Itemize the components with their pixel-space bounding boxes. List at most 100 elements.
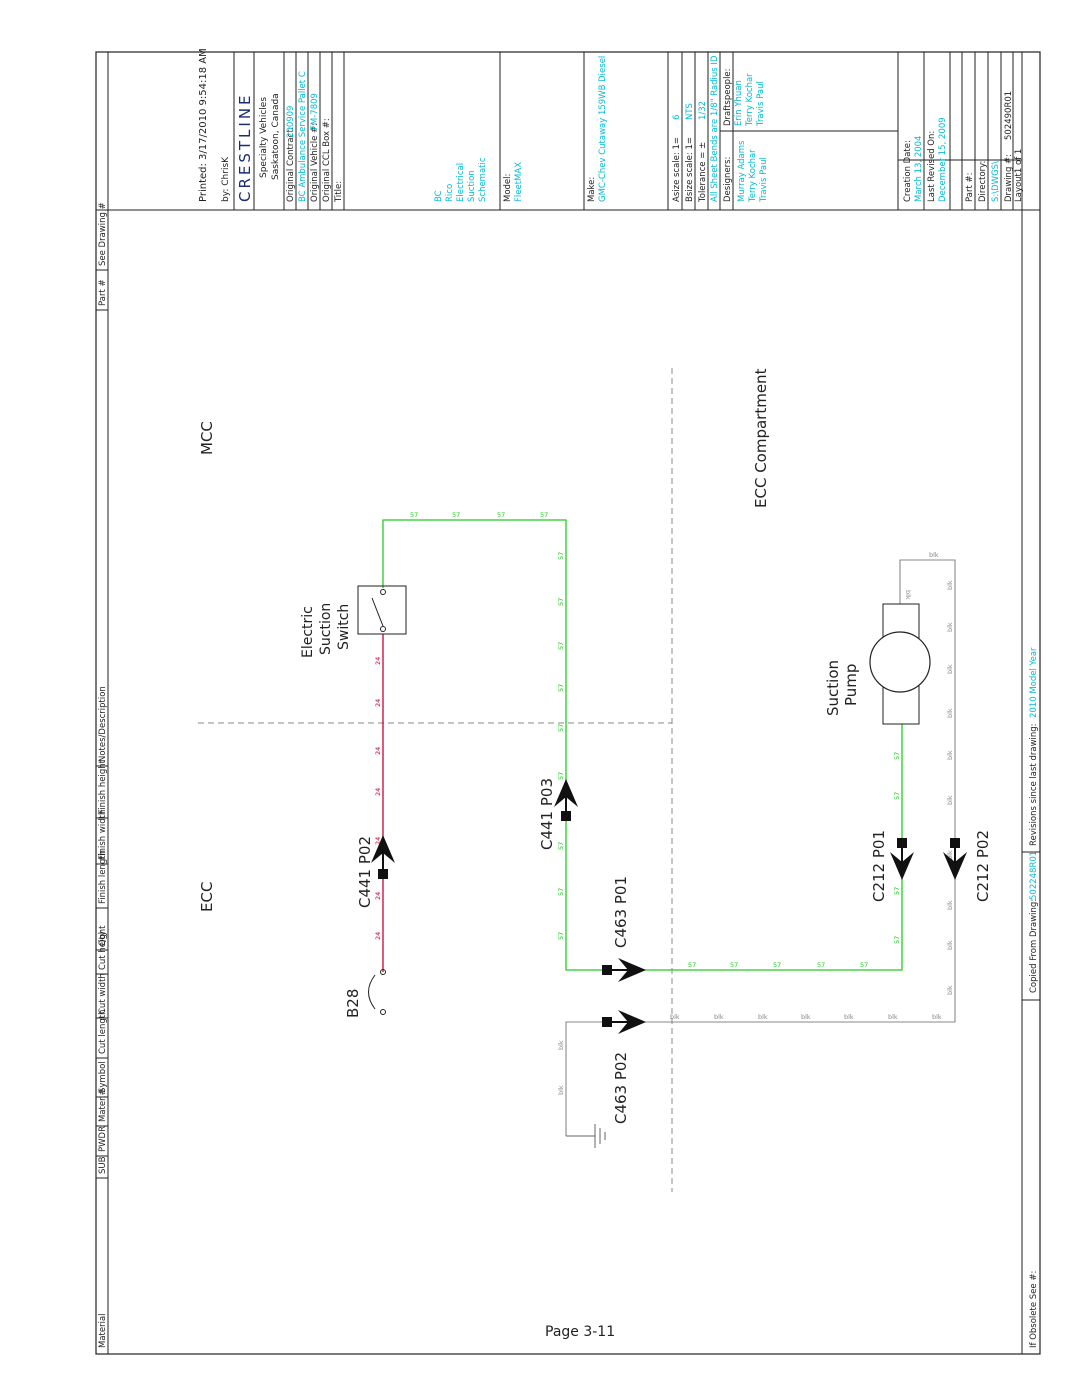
label-c212-p02: C212 P02 <box>974 830 992 902</box>
wire-label: 57 <box>557 598 565 606</box>
wire-label: 57 <box>557 932 565 940</box>
footer-revisions-label: Revisions since last drawing: <box>1029 723 1039 846</box>
wire-label: blk <box>946 850 954 860</box>
tolerance-label: Tolerance = ± <box>698 142 708 203</box>
model-label: Model: <box>503 174 513 202</box>
wire-label: blk <box>946 664 954 674</box>
drawing-value: 502490R01 <box>1004 91 1014 140</box>
bsize-label: Bsize scale: 1= <box>685 137 695 202</box>
creation-value: March 13, 2004 <box>914 136 924 202</box>
label-c441-p02: C441 P02 <box>356 836 374 908</box>
make-value: GMC-Chev Cutaway 159WB Diesel <box>598 56 608 202</box>
connector-c463-p01: C463 P01 <box>602 876 646 982</box>
title-block: Printed: 3/17/2010 9:54:18 AM by: ChrisK… <box>198 48 1024 210</box>
wire-label: 24 <box>374 788 382 796</box>
wire-label: 57 <box>557 552 565 560</box>
directory-value: S:\DWGS\ <box>991 161 1001 202</box>
asize-label: Asize scale: 1= <box>672 137 682 202</box>
original-contract-value: 200909 <box>286 106 296 138</box>
wire-label: blk <box>801 1013 811 1021</box>
header-column-label: Notes/Description <box>98 686 108 762</box>
wire-label: 57 <box>817 961 825 969</box>
wire-label: blk <box>946 708 954 718</box>
draftsperson-name: Travis Paul <box>756 81 766 127</box>
switch-label-3: Switch <box>336 604 352 650</box>
wire-label: 24 <box>374 892 382 900</box>
pump-label-2: Pump <box>842 664 860 706</box>
wire-label: 57 <box>557 684 565 692</box>
wire-label: 24 <box>374 932 382 940</box>
draftspeople-label: Draftspeople: <box>723 68 733 126</box>
connector-c212-p01: C212 P01 <box>870 830 914 902</box>
revised-value: December 15, 2009 <box>938 117 948 202</box>
header-column-label: SUB <box>98 1156 108 1174</box>
label-c212-p01: C212 P01 <box>870 830 888 902</box>
wire-label: blk <box>946 985 954 995</box>
wire-label: 57 <box>893 936 901 944</box>
tolerance-value: 1/32 <box>698 101 708 120</box>
header-column-label: Cut length <box>98 1010 108 1054</box>
switch-label-1: Electric <box>300 606 316 658</box>
bends-note: All Sheet Bends are 1/8" Radius ID <box>710 55 720 202</box>
zone-label-mcc: MCC <box>198 421 216 455</box>
wire-label: 57 <box>557 842 565 850</box>
suction-pump: Suction Pump <box>824 603 931 725</box>
header-column-label: Symbol <box>98 1061 108 1093</box>
switch-label-2: Suction <box>318 603 334 655</box>
header-column-label: Finish width <box>98 810 108 860</box>
zone-label-ecc: ECC <box>198 882 216 912</box>
wire-label: 57 <box>410 511 418 519</box>
header-column-label: Cut height <box>98 925 108 970</box>
wire-label: blk <box>670 1013 680 1021</box>
footer-copied-label: Copied From Drawing: <box>1029 899 1039 993</box>
designer-name: Travis Paul <box>759 157 769 203</box>
header-column-label: See Drawing # <box>98 202 108 266</box>
wire-label: blk <box>557 1085 565 1095</box>
footer-obsolete: If Obsolete See #: <box>1029 1271 1039 1348</box>
title-line: Rico <box>445 184 455 202</box>
header-column-label: Qty <box>98 931 108 946</box>
title-line: Suction <box>467 170 477 202</box>
revised-label: Last Revised On: <box>927 131 937 202</box>
header-column-label: PWDR <box>98 1126 108 1152</box>
original-vehicle-value: FM-7809 <box>310 93 320 130</box>
wire-label: blk <box>946 795 954 805</box>
title-line: Electrical <box>456 163 466 202</box>
draftsperson-name: Terry Kochar <box>745 73 755 127</box>
label-c463-p01: C463 P01 <box>612 876 630 948</box>
original-contract-label: Original Contract: <box>286 127 296 202</box>
footer-bar: If Obsolete See #: Copied From Drawing: … <box>1022 647 1040 1348</box>
creation-label: Creation Date: <box>903 140 913 202</box>
bsize-value: NTS <box>685 103 695 120</box>
wire-label: 24 <box>374 657 382 665</box>
printed-date: Printed: 3/17/2010 9:54:18 AM <box>198 48 209 202</box>
wire-label: 57 <box>557 888 565 896</box>
drawing-label: Drawing #: <box>1004 154 1014 202</box>
wire-label: blk <box>946 900 954 910</box>
wire-label: blk <box>946 940 954 950</box>
company-line1: Specialty Vehicles <box>259 97 269 178</box>
connector-c463-p02: C463 P02 <box>602 1010 646 1124</box>
designer-name: Murray Adams <box>737 140 747 202</box>
header-column-label: Mater.# <box>98 1088 108 1122</box>
wire-label: 57 <box>893 792 901 800</box>
wire-label: 57 <box>557 642 565 650</box>
original-ccl-label: Original CCL Box #: <box>322 118 332 202</box>
crestline-logo: CRESTLINE <box>236 92 254 202</box>
wire-blk <box>565 559 956 1136</box>
wire-label: 57 <box>688 961 696 969</box>
layout-label: Layout1 of 1 <box>1014 149 1024 202</box>
wire-label: 57 <box>452 511 460 519</box>
wire-label: blk <box>946 750 954 760</box>
wire-label: blk <box>932 1013 942 1021</box>
wire-label: blk <box>557 1040 565 1050</box>
title-line: BC <box>434 190 444 202</box>
wire-label: blk <box>888 1013 898 1021</box>
wire-label: 24 <box>374 837 382 845</box>
designers-label: Designers: <box>723 157 733 202</box>
wire-label: blk <box>714 1013 724 1021</box>
directory-label: Directory: <box>978 161 988 202</box>
header-column-label: Part # <box>98 279 108 306</box>
wire-label: 57 <box>557 772 565 780</box>
wire-label: blk <box>844 1013 854 1021</box>
